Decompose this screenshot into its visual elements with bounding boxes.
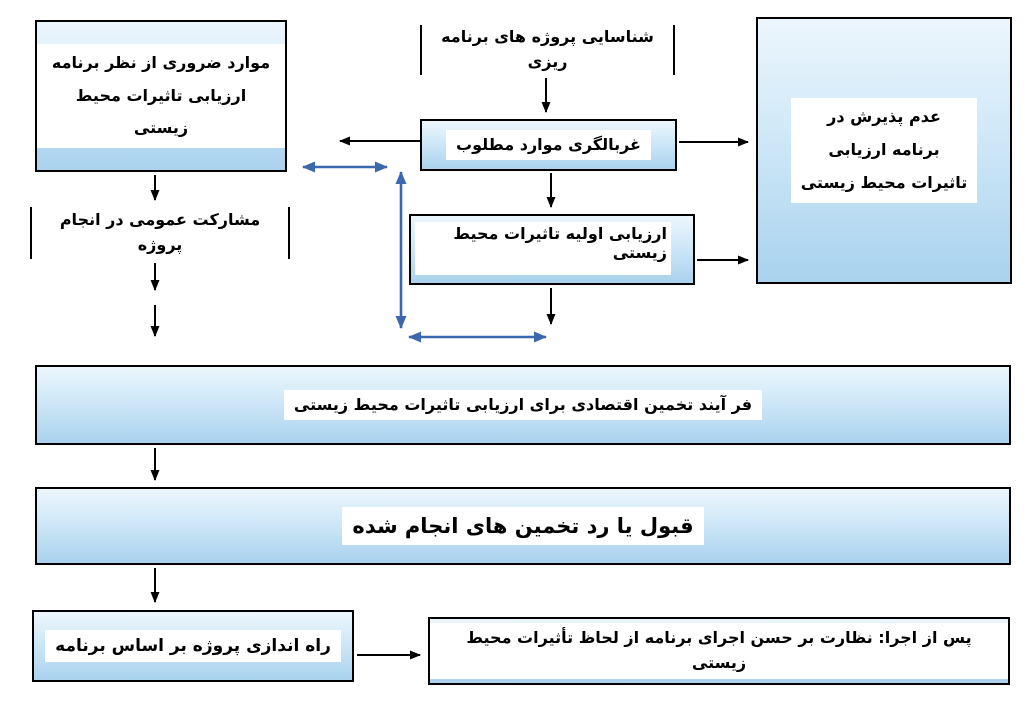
box-initial-assessment-label: ارزیابی اولیه تاثیرات محیط زیستی — [453, 224, 667, 262]
box-essential-line2: ارزیابی تاثیرات محیط زیستی — [75, 85, 247, 138]
box-public-participation: مشارکت عمومی در انجام پروژه — [30, 205, 290, 261]
box-screening-label: غربالگری موارد مطلوب — [446, 129, 651, 161]
box-public-participation-label: مشارکت عمومی در انجام پروژه — [32, 205, 288, 261]
box-rejection-line2: برنامه ارزیابی — [828, 140, 940, 160]
box-rejection-line1: عدم پذیرش در — [827, 107, 941, 127]
box-rejection-line3: تاثیرات محیط زیستی — [800, 172, 968, 192]
box-essential-items: موارد ضروری از نظر برنامه ارزیابی تاثیرا… — [35, 20, 287, 172]
box-accept-reject-label: قبول یا رد تخمین های انجام شده — [342, 506, 704, 546]
box-accept-reject: قبول یا رد تخمین های انجام شده — [35, 487, 1011, 565]
box-launch-project: راه اندازی پروژه بر اساس برنامه — [32, 610, 354, 682]
box-launch-project-label: راه اندازی پروژه بر اساس برنامه — [45, 629, 341, 663]
box-essential-line1: موارد ضروری از نظر برنامه — [51, 52, 271, 72]
box-economic-estimation-label: فر آیند تخمین اقتصادی برای ارزیابی تاثیر… — [283, 389, 763, 421]
box-initial-assessment: ارزیابی اولیه تاثیرات محیط زیستی — [409, 214, 695, 285]
box-post-execution: پس از اجرا: نظارت بر حسن اجرای برنامه از… — [428, 617, 1010, 685]
box-identify-label: شناسایی پروژه های برنامه ریزی — [422, 22, 673, 78]
box-post-execution-label: پس از اجرا: نظارت بر حسن اجرای برنامه از… — [430, 623, 1008, 679]
box-screening: غربالگری موارد مطلوب — [420, 119, 677, 171]
box-identify-projects: شناسایی پروژه های برنامه ریزی — [420, 22, 675, 78]
box-rejection: عدم پذیرش در برنامه ارزیابی تاثیرات محیط… — [756, 17, 1012, 284]
box-economic-estimation: فر آیند تخمین اقتصادی برای ارزیابی تاثیر… — [35, 365, 1011, 445]
